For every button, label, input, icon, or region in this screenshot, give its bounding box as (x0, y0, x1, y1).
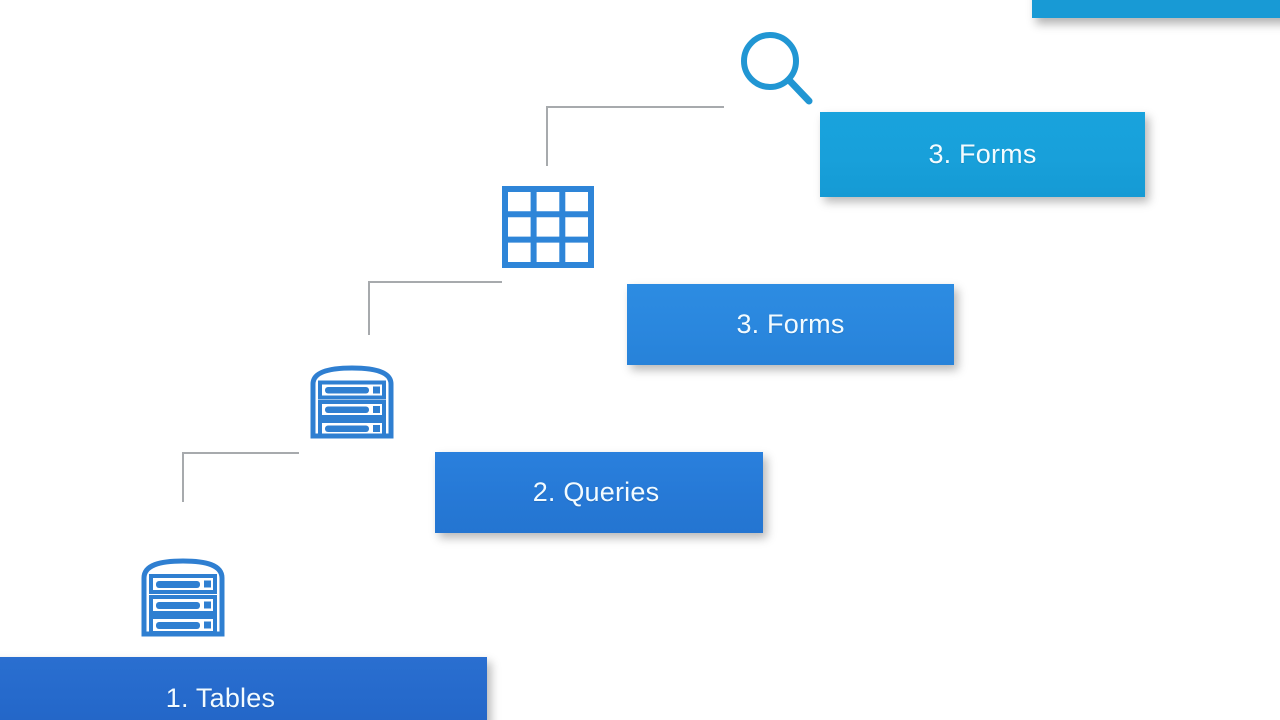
server-icon (309, 365, 395, 440)
step-label-tables: 1. Tables (165, 682, 276, 713)
ribbon-partial-top[interactable] (1032, 0, 1280, 18)
connector-vertical-segment (546, 106, 548, 166)
search-icon (737, 28, 819, 110)
step-label-forms-lower: 3. Forms (736, 309, 845, 339)
connector-horizontal-segment (546, 106, 724, 108)
grid-table-icon (502, 186, 594, 268)
connector-elbow-forms-upper (546, 106, 724, 166)
step-ribbon-tables[interactable]: 1. Tables (0, 657, 487, 720)
step-label-forms-upper: 3. Forms (928, 139, 1037, 169)
step-ribbon-forms-lower[interactable]: 3. Forms (627, 284, 954, 365)
connector-elbow-forms-lower (368, 281, 502, 335)
step-ribbon-queries[interactable]: 2. Queries (435, 452, 763, 533)
connector-elbow-queries (182, 452, 299, 502)
step-ribbon-forms-upper[interactable]: 3. Forms (820, 112, 1145, 197)
step-label-queries: 2. Queries (532, 477, 660, 507)
connector-horizontal-segment (368, 281, 502, 283)
connector-vertical-segment (368, 281, 370, 335)
server-icon (140, 558, 226, 638)
connector-horizontal-segment (182, 452, 299, 454)
connector-vertical-segment (182, 452, 184, 502)
